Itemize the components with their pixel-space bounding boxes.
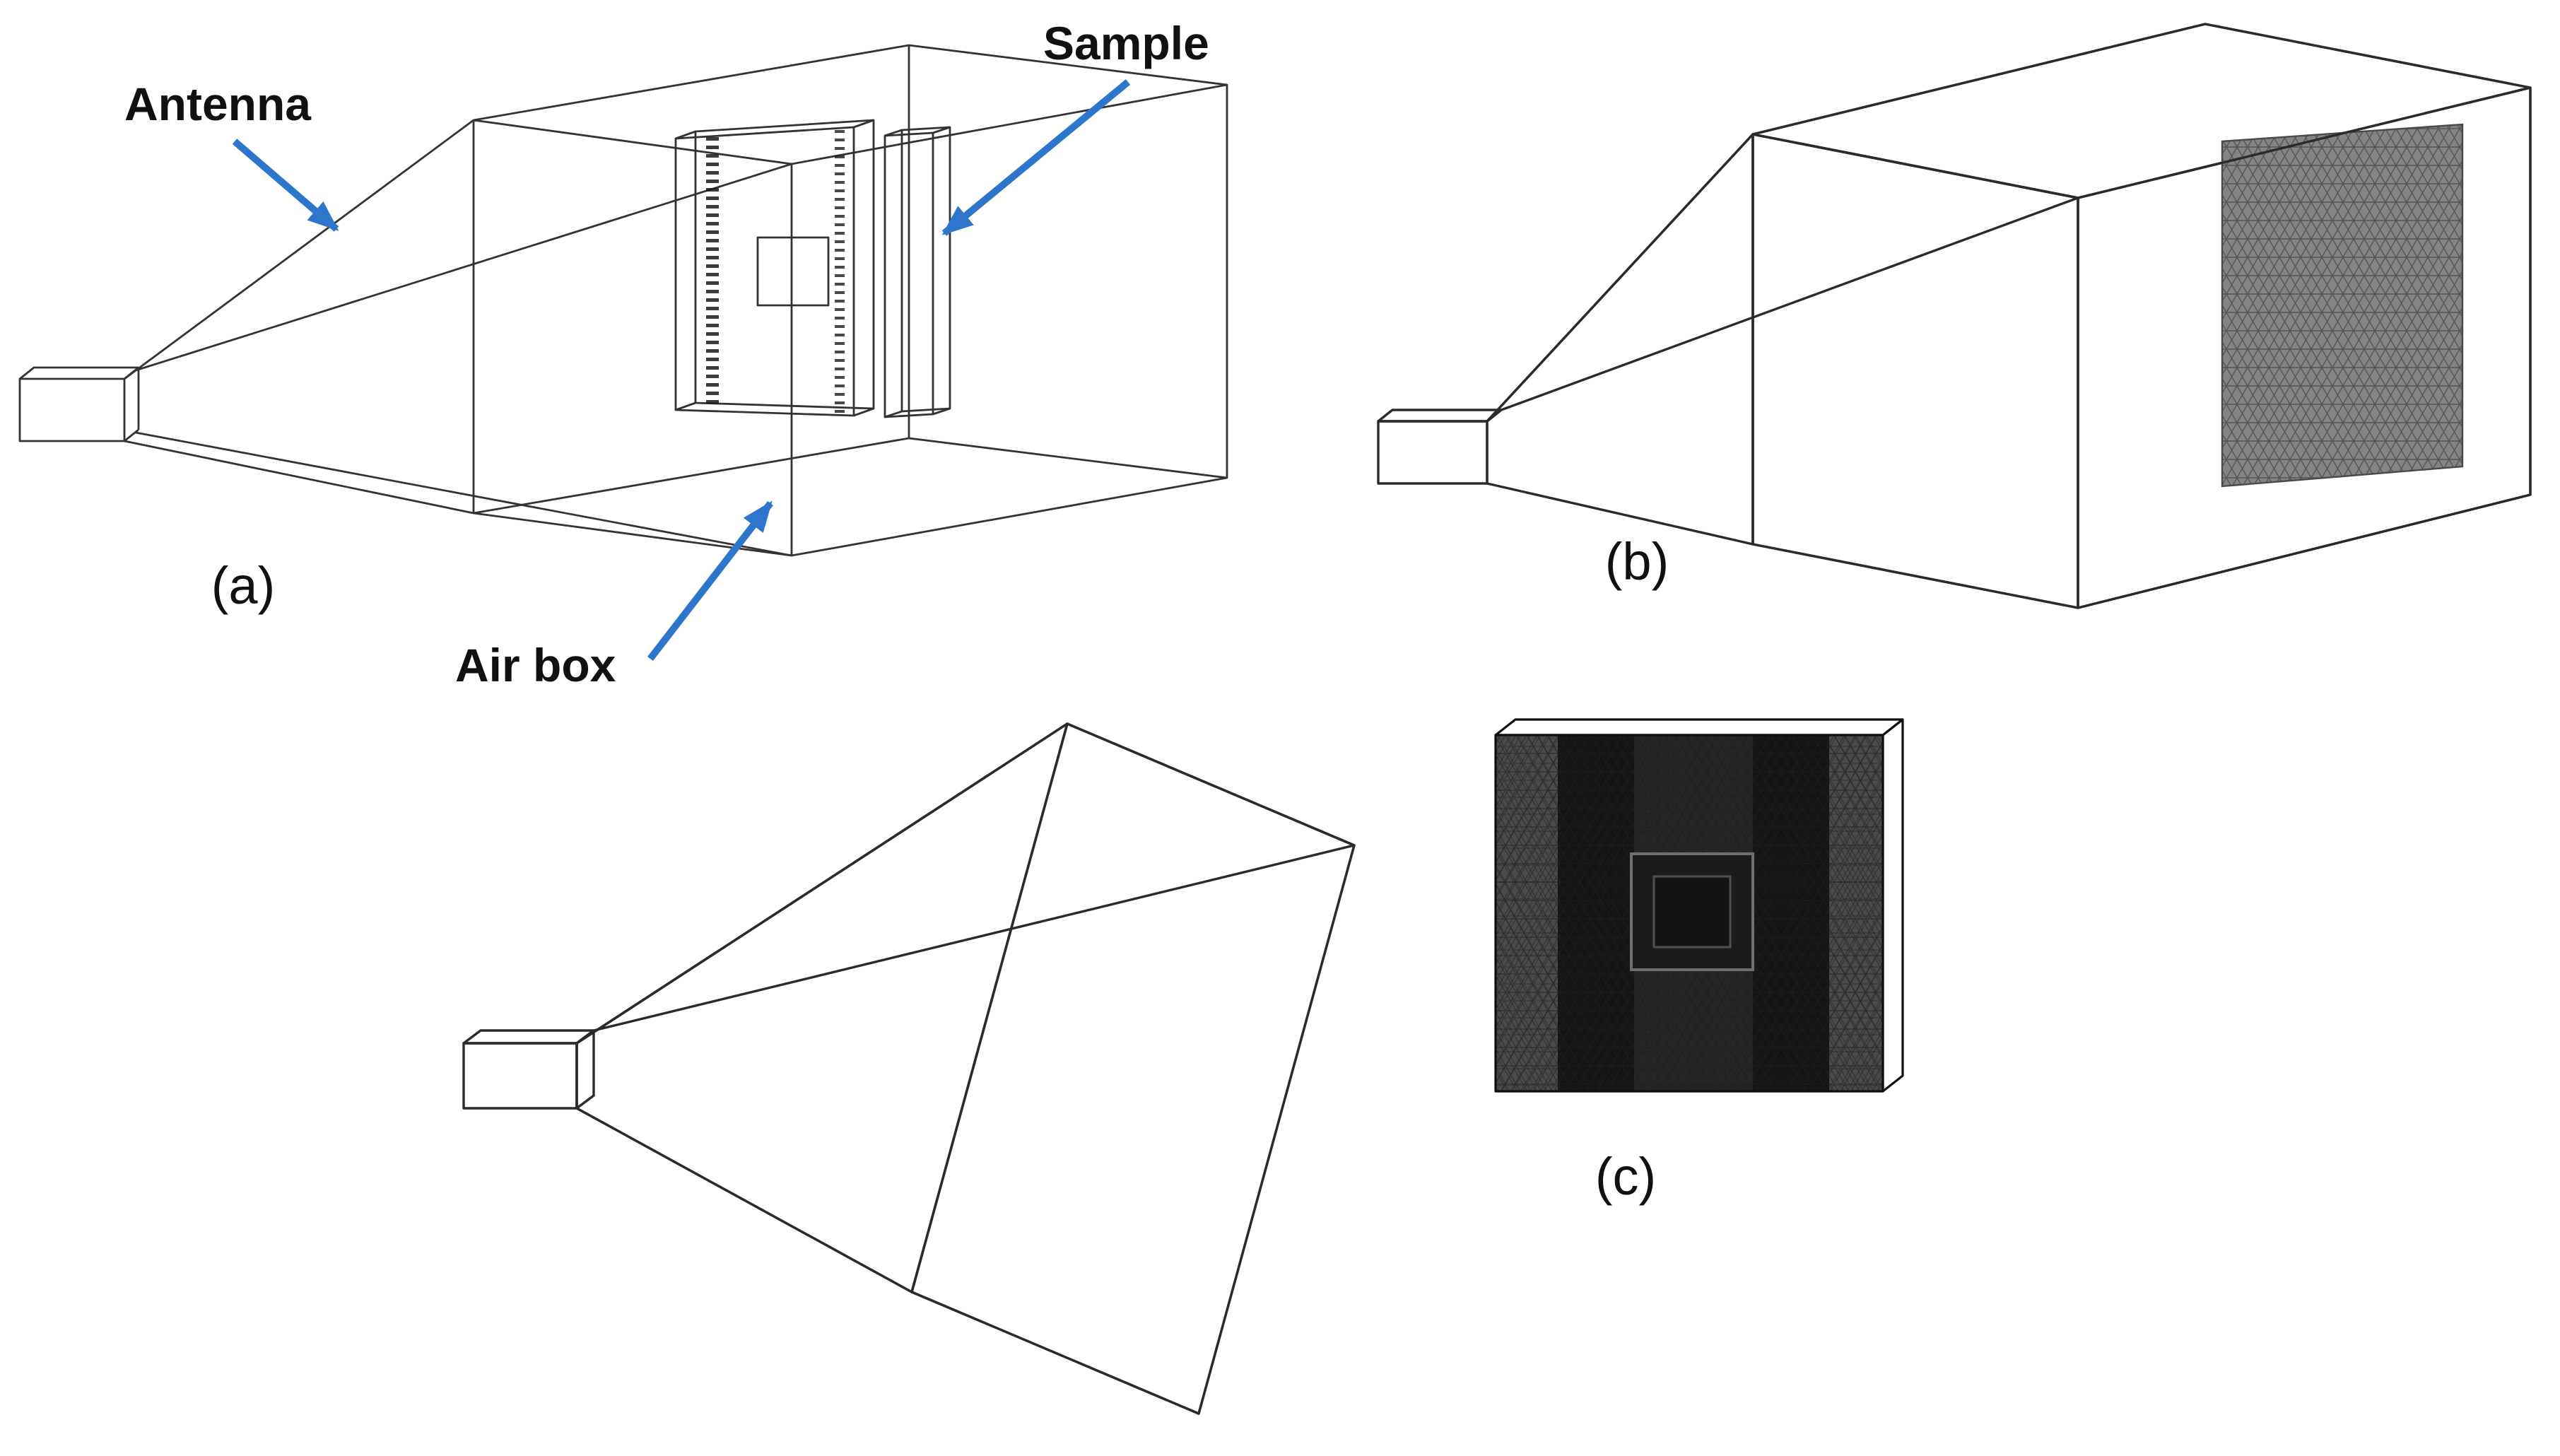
horn-antenna-mesh-c xyxy=(575,722,1356,1415)
panel-b-label: (b) xyxy=(1605,532,1669,591)
sample-top-face xyxy=(1494,718,1904,736)
panel-a-wireframe-model: Antenna Sample Air box (a) xyxy=(18,17,1228,691)
panel-b-meshed-model: (b) xyxy=(1377,23,2532,609)
air-box-mesh xyxy=(1751,23,2532,609)
airbox-left-face xyxy=(1751,133,2079,609)
horn-antenna-wireframe xyxy=(124,119,792,557)
sample-label: Sample xyxy=(1043,17,1209,69)
sample-arrow-icon xyxy=(941,79,1131,236)
horn-top-face xyxy=(575,722,1356,1045)
antenna-label: Antenna xyxy=(124,78,312,130)
horn-front-face xyxy=(575,722,1069,1293)
sample-center-square-inner xyxy=(1652,875,1732,949)
antenna-arrow-icon xyxy=(232,139,339,232)
horn-aperture-face xyxy=(910,722,1356,1415)
panel-c-meshed-parts: (c) xyxy=(462,718,1904,1415)
sample-silhouette xyxy=(2221,123,2464,488)
waveguide-wireframe xyxy=(18,366,140,442)
panel-c-label: (c) xyxy=(1595,1147,1656,1206)
panel-a-label: (a) xyxy=(211,556,275,615)
horn-antenna-mesh xyxy=(1486,133,2079,546)
sample-wireframe xyxy=(674,119,951,418)
waveguide-mesh xyxy=(1377,409,1503,485)
sample-right-face xyxy=(1881,718,1904,1093)
airbox-arrow-icon xyxy=(647,500,773,662)
air-box-wireframe xyxy=(472,44,1228,557)
airbox-label: Air box xyxy=(455,639,616,691)
sample-center-square xyxy=(756,236,830,307)
sample-mesh xyxy=(1494,718,1904,1093)
waveguide-mesh-c xyxy=(462,1029,595,1110)
